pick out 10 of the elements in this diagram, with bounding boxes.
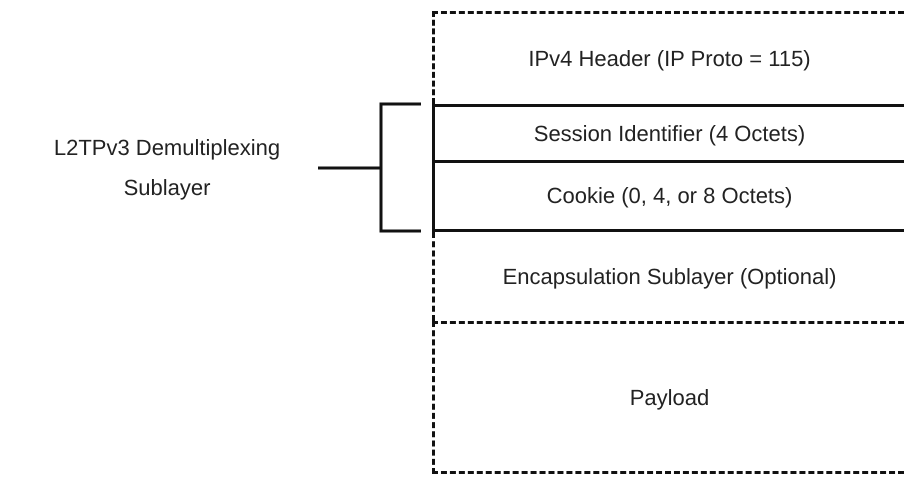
field-label: Session Identifier (4 Octets) [534, 120, 806, 146]
payload-field [432, 321, 904, 474]
field-label: Encapsulation Sublayer (Optional) [502, 264, 836, 290]
field-label: Cookie (0, 4, or 8 Octets) [546, 183, 792, 209]
layer-label: L2TPv3 Demultiplexing Sublayer [52, 134, 282, 202]
header-field [432, 104, 904, 160]
header-field [432, 160, 904, 232]
header-field [432, 11, 904, 104]
field-label: Payload [630, 384, 710, 410]
field-label: IPv4 Header (IP Proto = 115) [528, 46, 811, 72]
